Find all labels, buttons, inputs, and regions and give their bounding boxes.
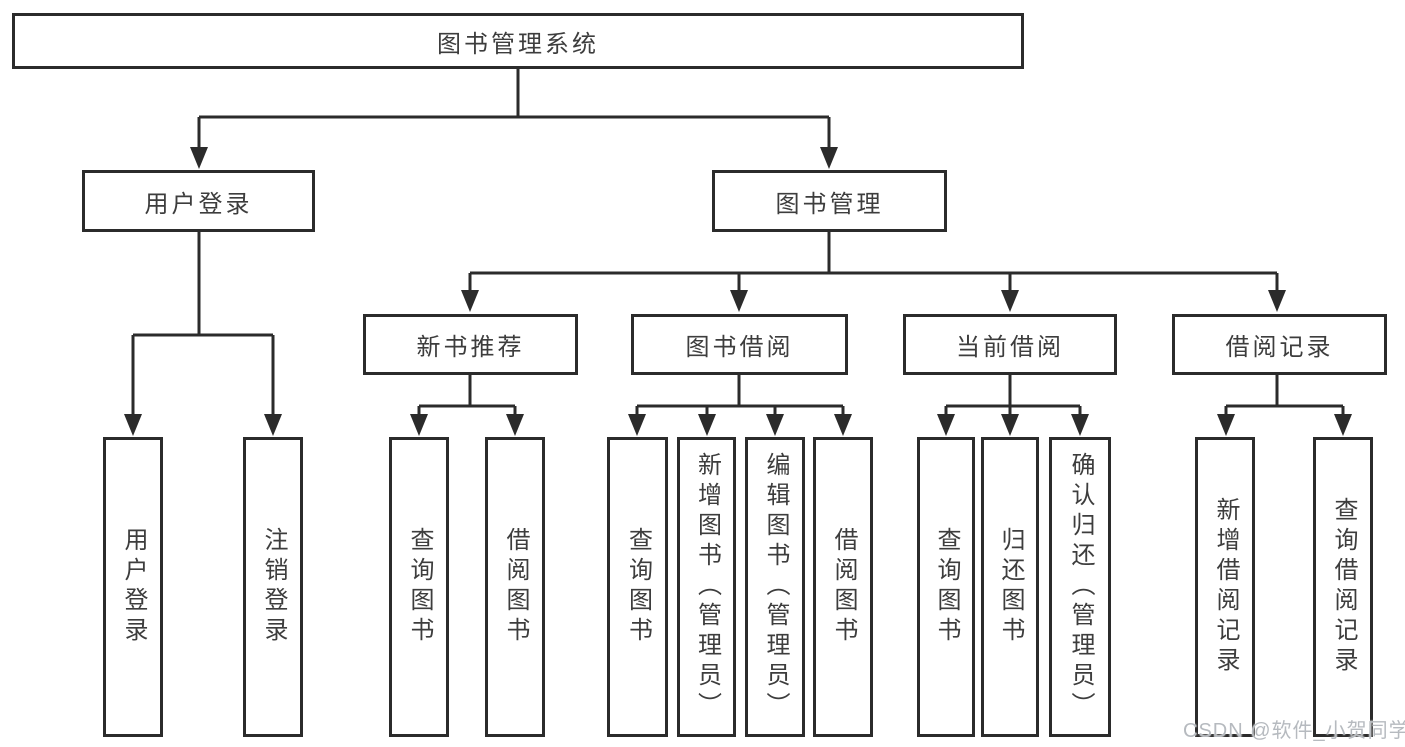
node-book-borrowing: 图书借阅 [631,314,848,375]
node-label: 借阅记录 [1225,334,1334,361]
leaf-logout: 注销登录 [243,437,303,737]
leaf-borrow-books-recommend: 借阅图书 [485,437,545,737]
leaf-label: 查询图书 [933,527,960,647]
node-label: 用户登录 [144,190,253,218]
leaf-add-book-admin: 新增图书（管理员） [677,437,736,737]
leaf-label: 查询借阅记录 [1330,497,1357,677]
leaf-user-login: 用户登录 [103,437,163,737]
leaf-query-books-recommend: 查询图书 [389,437,449,737]
node-new-book-recommend: 新书推荐 [363,314,578,375]
leaf-query-books-borrowing: 查询图书 [607,437,668,737]
node-label: 图书管理系统 [437,30,599,58]
leaf-label: 借阅图书 [830,527,857,647]
node-library-management-system: 图书管理系统 [12,13,1024,69]
node-book-management: 图书管理 [712,170,947,232]
leaf-label: 注销登录 [260,527,287,647]
node-label: 图书管理 [775,190,884,218]
node-current-borrowing: 当前借阅 [903,314,1117,375]
leaf-label: 编辑图书（管理员） [762,452,789,722]
leaf-label: 新增图书（管理员） [693,452,721,722]
arrowhead-icons [124,147,1352,436]
leaf-borrow-books: 借阅图书 [813,437,873,737]
leaf-query-books-current: 查询图书 [917,437,975,737]
node-borrow-records: 借阅记录 [1172,314,1387,375]
leaf-label: 查询图书 [624,527,652,647]
node-label: 新书推荐 [416,334,525,361]
leaf-add-borrow-record: 新增借阅记录 [1195,437,1255,737]
node-user-login: 用户登录 [82,170,315,232]
leaf-label: 用户登录 [120,527,147,647]
leaf-query-borrow-record: 查询借阅记录 [1313,437,1373,737]
leaf-label: 借阅图书 [502,527,529,647]
leaf-return-books: 归还图书 [981,437,1039,737]
node-label: 当前借阅 [956,334,1064,361]
leaf-edit-book-admin: 编辑图书（管理员） [745,437,805,737]
leaf-label: 查询图书 [406,527,433,647]
leaf-label: 新增借阅记录 [1212,497,1239,677]
node-label: 图书借阅 [685,334,794,361]
leaf-label: 归还图书 [997,527,1024,647]
leaf-confirm-return-admin: 确认归还（管理员） [1049,437,1111,737]
csdn-watermark: CSDN @软件_小贺同学 [1183,720,1405,742]
leaf-label: 确认归还（管理员） [1067,452,1094,722]
